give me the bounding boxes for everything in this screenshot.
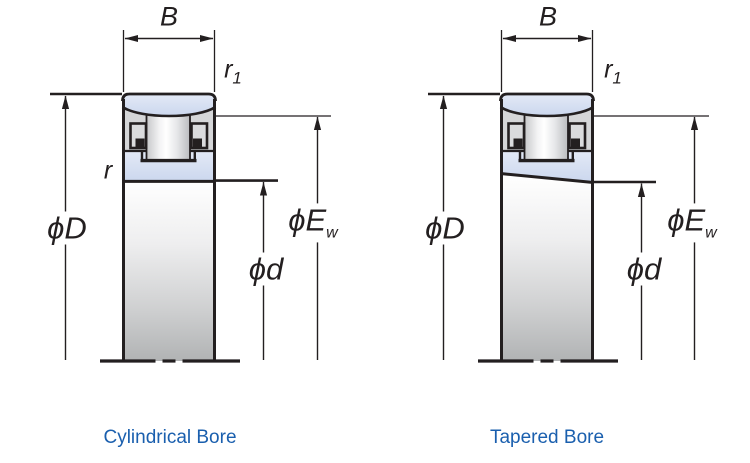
- phi-d-outer-text: ϕD: [47, 210, 87, 246]
- dimension-b: [122, 30, 216, 92]
- r1-subscript: 1: [232, 68, 242, 88]
- arrowhead-up: [313, 116, 322, 130]
- outer-diameter-label: ϕD: [42, 210, 92, 246]
- bore-diameter-label: ϕd: [621, 251, 667, 287]
- outer-diameter-label: ϕD: [420, 210, 470, 246]
- raceway-diameter-label: ϕEw: [283, 202, 343, 243]
- outer-raceway-curve: [121, 105, 217, 118]
- arrowhead-up: [439, 95, 448, 109]
- width-label: B: [538, 1, 558, 32]
- phi-ew-subscript: w: [705, 224, 717, 242]
- chamfer-r-label: r: [103, 156, 113, 185]
- caption-tapered-bore: Tapered Bore: [489, 427, 605, 448]
- bore-column: [501, 174, 593, 361]
- arrowhead-left: [124, 35, 138, 42]
- cylindrical-bore-diagram: [50, 30, 331, 363]
- tapered-bore-line: [500, 172, 594, 184]
- phi-ew-text: ϕE: [288, 202, 327, 238]
- outer-ring: [500, 94, 594, 116]
- cage-tab-right: [193, 138, 202, 148]
- arrowhead-up: [259, 182, 268, 196]
- arrowhead-up: [637, 183, 646, 197]
- r-main: r: [103, 156, 113, 185]
- arrowhead-right: [578, 35, 592, 42]
- caption-cylindrical-bore: Cylindrical Bore: [103, 427, 237, 448]
- arrowhead-up: [61, 95, 70, 109]
- arrowhead-up: [690, 116, 699, 130]
- r1-main: r: [604, 55, 613, 84]
- bearing-top-outline: [499, 92, 595, 102]
- width-label: B: [159, 1, 179, 32]
- cage-tab-left: [513, 138, 523, 148]
- cylindrical-roller: [145, 110, 191, 161]
- outer-ring: [122, 94, 216, 116]
- width-label-text: B: [159, 1, 179, 32]
- outer-raceway-curve: [499, 105, 595, 118]
- chamfer-r1-label: r1: [604, 55, 622, 88]
- width-label-text: B: [538, 1, 558, 32]
- phi-ew-text: ϕE: [667, 202, 706, 238]
- tapered-bore-diagram: [428, 30, 709, 363]
- dimension-b: [500, 30, 594, 92]
- bearing-top-outline: [121, 92, 217, 102]
- arrowhead-right: [200, 35, 214, 42]
- cage-tab-left: [135, 138, 145, 148]
- cage-tab-right: [571, 138, 580, 148]
- cylindrical-roller: [523, 110, 569, 161]
- phi-d-outer-text: ϕD: [425, 210, 465, 246]
- bore-diameter-label: ϕd: [243, 251, 289, 287]
- chamfer-r1-label: r1: [224, 55, 242, 88]
- raceway-diameter-label: ϕEw: [662, 202, 722, 243]
- r1-subscript: 1: [612, 68, 622, 88]
- phi-d-bore-text: ϕd: [626, 251, 662, 287]
- bore-column: [123, 181, 215, 361]
- arrowhead-left: [502, 35, 516, 42]
- r1-main: r: [224, 55, 233, 84]
- phi-d-bore-text: ϕd: [248, 251, 284, 287]
- phi-ew-subscript: w: [326, 224, 338, 242]
